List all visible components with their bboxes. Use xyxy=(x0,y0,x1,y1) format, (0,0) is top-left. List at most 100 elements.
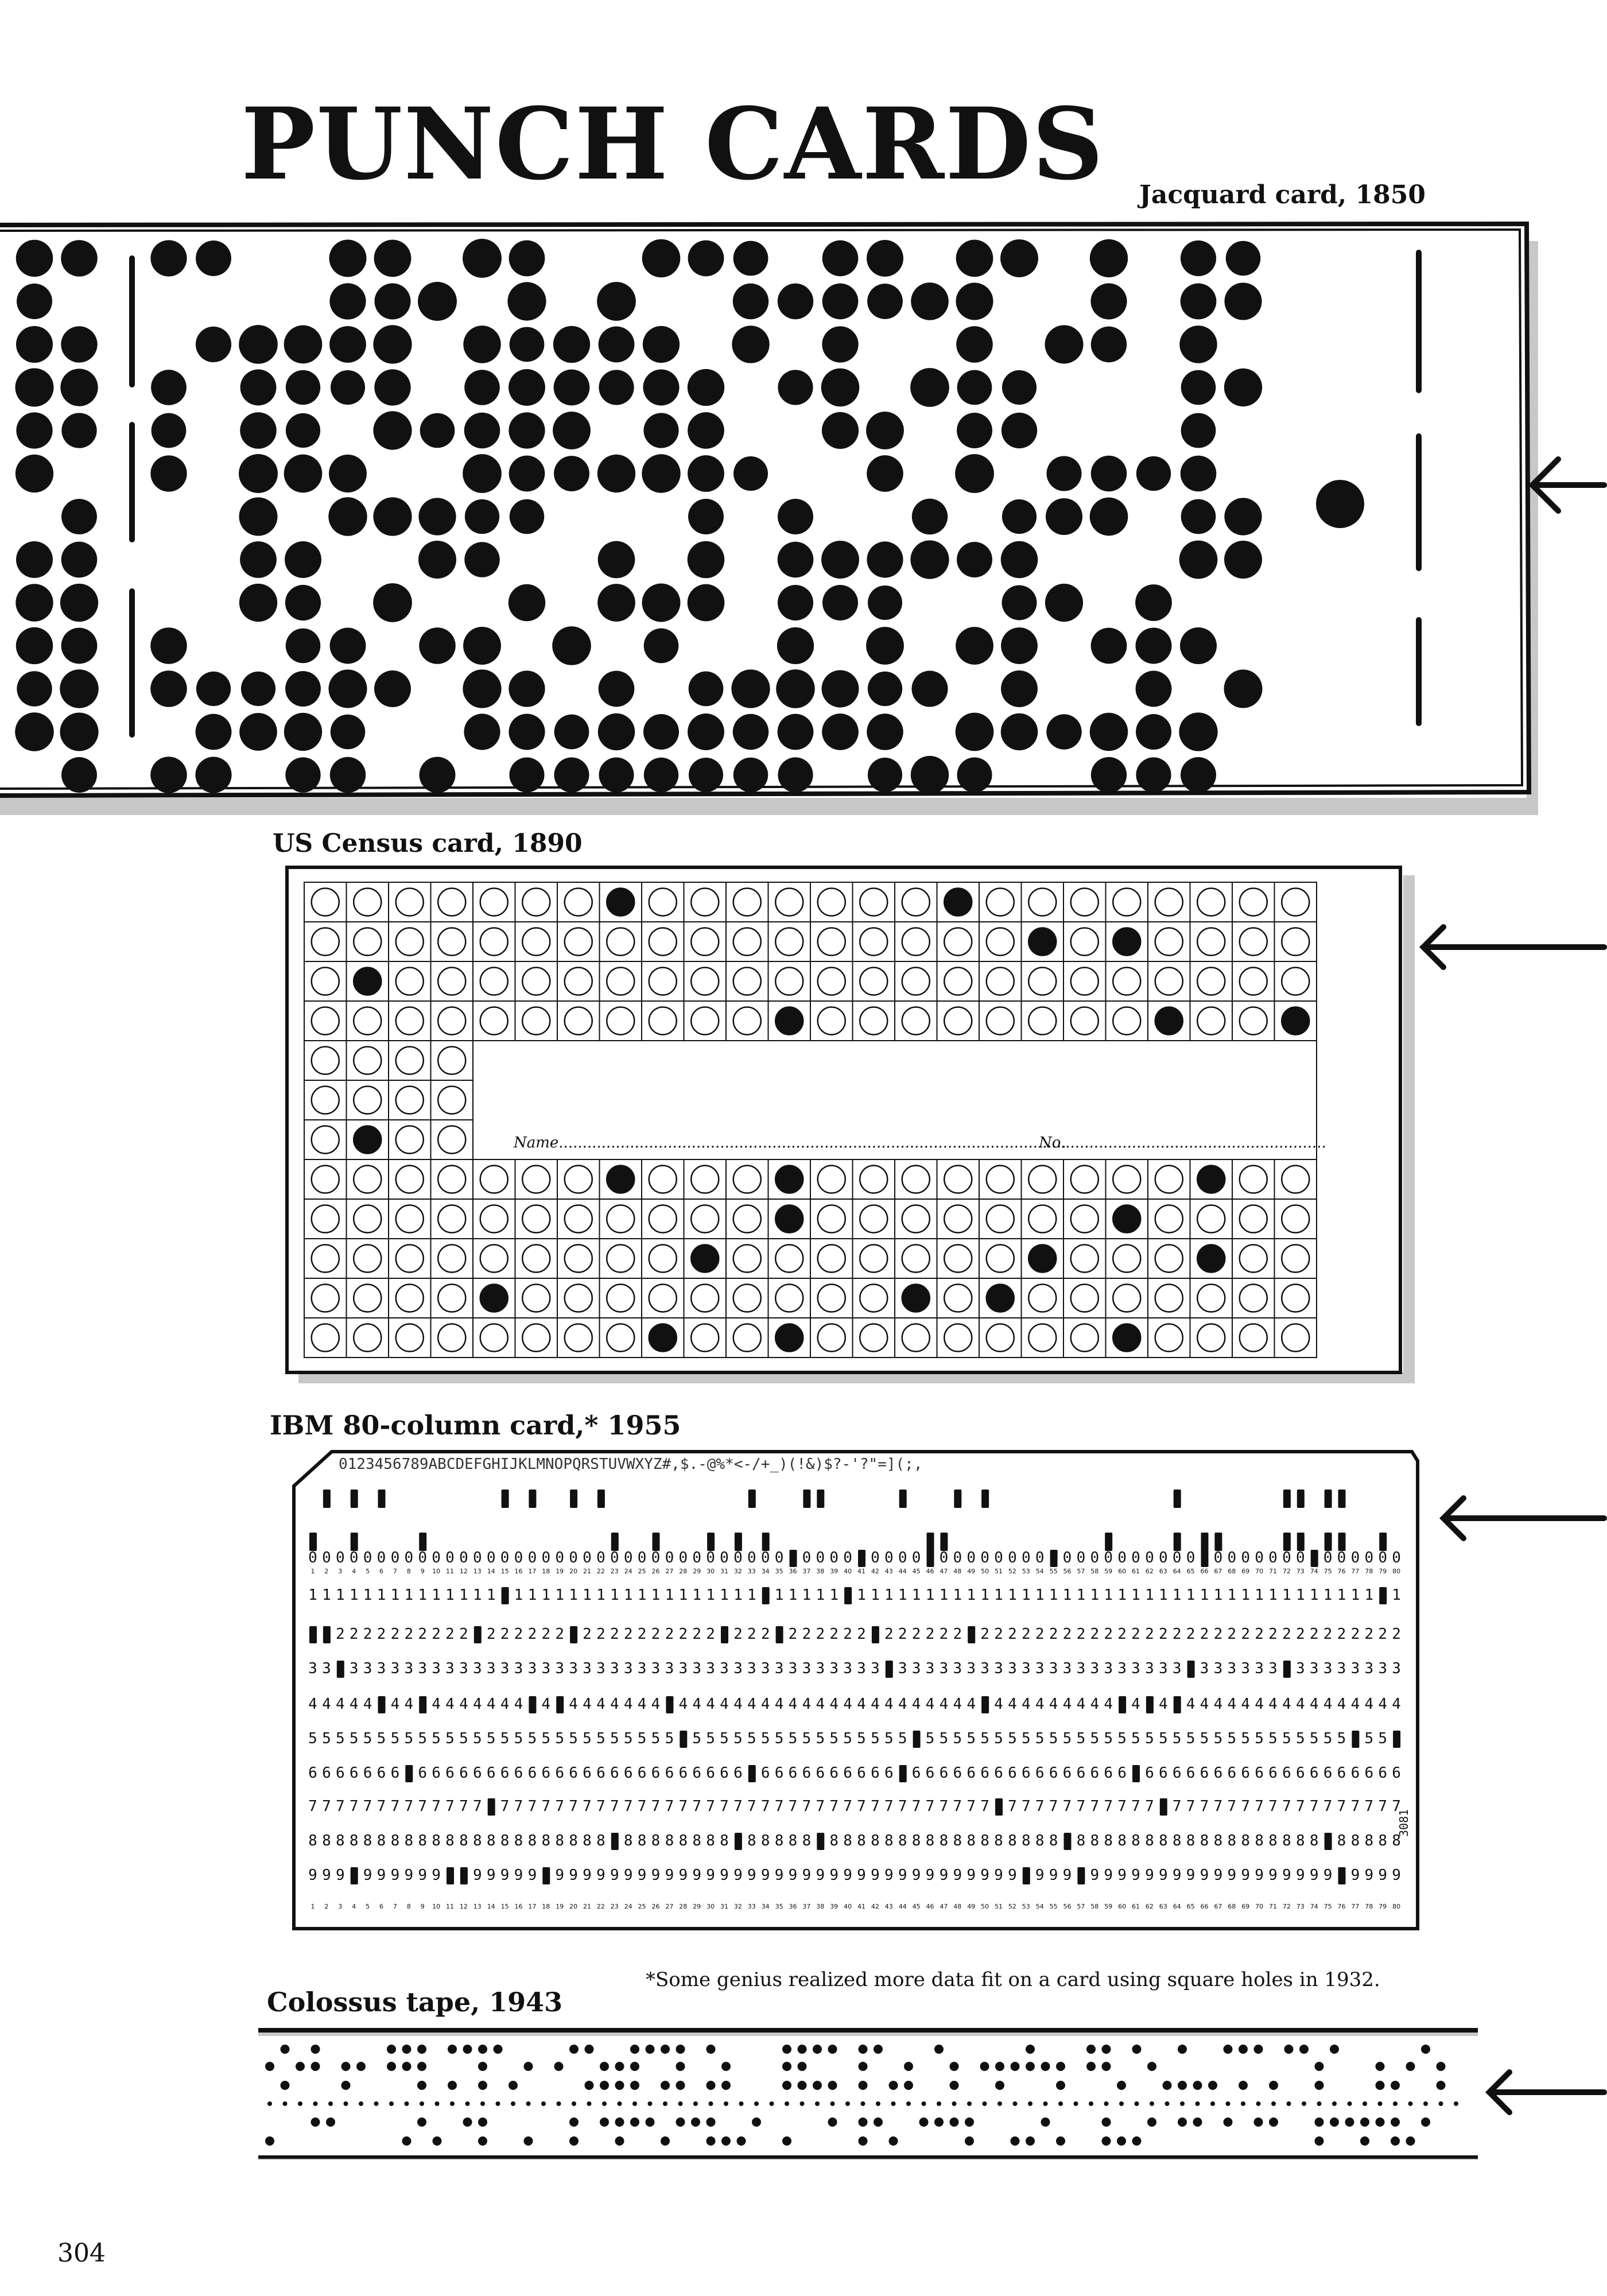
ibm-column-number: 80 xyxy=(1392,1568,1400,1575)
ibm-digit: 6 xyxy=(1323,1764,1333,1782)
census-grid xyxy=(304,882,1317,1358)
colossus-hole xyxy=(782,2045,791,2054)
colossus-hole xyxy=(721,2136,731,2146)
colossus-sprocket-hole xyxy=(754,2101,759,2106)
ibm-digit: 7 xyxy=(1117,1798,1127,1815)
colossus-hole xyxy=(691,2117,700,2127)
ibm-digit: 6 xyxy=(596,1764,605,1782)
ibm-digit: 6 xyxy=(610,1764,619,1782)
ibm-column-number: 72 xyxy=(1283,1568,1291,1575)
ibm-digit: 5 xyxy=(555,1730,564,1747)
ibm-digit: 7 xyxy=(432,1798,441,1815)
ibm-punch xyxy=(1310,1550,1318,1567)
ibm-digit: 3 xyxy=(1049,1660,1058,1677)
census-hole-punched xyxy=(775,1006,804,1035)
ibm-digit: 7 xyxy=(624,1798,633,1815)
ibm-digit: 7 xyxy=(1049,1798,1058,1815)
ibm-digit: 2 xyxy=(802,1626,812,1643)
ibm-zone-punch xyxy=(1283,1533,1291,1551)
colossus-hole xyxy=(1117,2136,1126,2146)
census-hole xyxy=(1239,1165,1268,1194)
ibm-column-number: 22 xyxy=(597,1568,605,1575)
ibm-column-number: 55 xyxy=(1050,1903,1058,1910)
ibm-column-number: 52 xyxy=(1008,1568,1016,1575)
colossus-hole xyxy=(752,2117,761,2127)
ibm-digit: 4 xyxy=(638,1696,647,1713)
ibm-digit: 9 xyxy=(1351,1867,1360,1884)
colossus-hole xyxy=(1391,2136,1400,2146)
census-hole xyxy=(901,1204,930,1234)
ibm-punch xyxy=(556,1696,564,1713)
ibm-digit: 3 xyxy=(514,1660,523,1677)
ibm-digit: 9 xyxy=(1214,1867,1223,1884)
ibm-digit: 8 xyxy=(418,1832,427,1849)
ibm-digit: 4 xyxy=(789,1696,798,1713)
ibm-punch xyxy=(721,1626,728,1643)
colossus-tape xyxy=(258,2028,1478,2160)
ibm-column-number: 10 xyxy=(432,1568,440,1575)
census-hole xyxy=(1239,887,1268,917)
jacquard-hole xyxy=(15,368,54,407)
colossus-hole xyxy=(858,2062,868,2071)
ibm-column-number: 13 xyxy=(473,1903,482,1910)
ibm-digit: 0 xyxy=(541,1549,550,1566)
ibm-digit: 5 xyxy=(692,1730,701,1747)
ibm-column-number: 58 xyxy=(1090,1903,1098,1910)
census-hole xyxy=(901,1165,930,1194)
ibm-column-number: 26 xyxy=(652,1903,660,1910)
colossus-hole xyxy=(630,2045,639,2054)
ibm-digit: 4 xyxy=(1310,1696,1319,1713)
census-hole xyxy=(1070,1165,1099,1194)
ibm-digit: 4 xyxy=(459,1696,468,1713)
ibm-digit: 6 xyxy=(1104,1764,1113,1782)
ibm-column-number: 74 xyxy=(1310,1568,1318,1575)
colossus-hole xyxy=(934,2117,944,2127)
ibm-column-number: 5 xyxy=(366,1903,370,1910)
ibm-digit: 0 xyxy=(816,1549,825,1566)
jacquard-hole xyxy=(911,282,949,320)
jacquard-hole xyxy=(867,541,903,578)
ibm-digit: 5 xyxy=(1022,1730,1031,1747)
ibm-column-number: 40 xyxy=(844,1568,852,1575)
ibm-digit: 7 xyxy=(775,1798,784,1815)
ibm-punch xyxy=(680,1731,688,1748)
colossus-sprocket-hole xyxy=(434,2101,440,2106)
jacquard-hole xyxy=(1316,480,1364,528)
ibm-digit: 9 xyxy=(1227,1867,1236,1884)
ibm-column-number: 60 xyxy=(1118,1568,1126,1575)
ibm-digit: 3 xyxy=(404,1660,413,1677)
census-hole xyxy=(1070,1323,1099,1352)
colossus-hole xyxy=(888,2081,898,2090)
colossus-hole xyxy=(615,2081,624,2090)
ibm-digit: 7 xyxy=(1008,1798,1017,1815)
ibm-column-number: 80 xyxy=(1392,1903,1400,1910)
ibm-digit: 8 xyxy=(1117,1832,1127,1849)
ibm-digit: 8 xyxy=(322,1832,331,1849)
census-hole xyxy=(648,927,677,956)
jacquard-hole xyxy=(599,757,634,793)
ibm-column-number: 28 xyxy=(679,1903,687,1910)
ibm-digit: 8 xyxy=(1364,1832,1373,1849)
jacquard-hole xyxy=(688,757,724,793)
ibm-digit: 2 xyxy=(363,1626,372,1643)
arrow-left-icon xyxy=(1485,2069,1607,2115)
ibm-column-number: 14 xyxy=(487,1903,495,1910)
colossus-hole xyxy=(858,2081,868,2090)
ibm-digit: 5 xyxy=(802,1730,812,1747)
colossus-sprocket-hole xyxy=(1256,2101,1261,2106)
ibm-digit: 1 xyxy=(418,1587,427,1604)
jacquard-hole xyxy=(1001,412,1038,449)
colossus-sprocket-hole xyxy=(739,2101,744,2106)
census-hole xyxy=(690,1323,720,1352)
ibm-digit: 2 xyxy=(377,1626,386,1643)
ibm-column-number: 42 xyxy=(871,1903,879,1910)
ibm-digit: 4 xyxy=(1255,1696,1264,1713)
jacquard-hole xyxy=(330,714,366,750)
colossus-hole xyxy=(265,2136,274,2146)
ibm-digit: 1 xyxy=(1255,1587,1264,1604)
ibm-digit: 7 xyxy=(514,1798,523,1815)
ibm-digit: 9 xyxy=(1364,1867,1373,1884)
census-hole xyxy=(395,1204,424,1234)
colossus-sprocket-hole xyxy=(1302,2101,1306,2106)
